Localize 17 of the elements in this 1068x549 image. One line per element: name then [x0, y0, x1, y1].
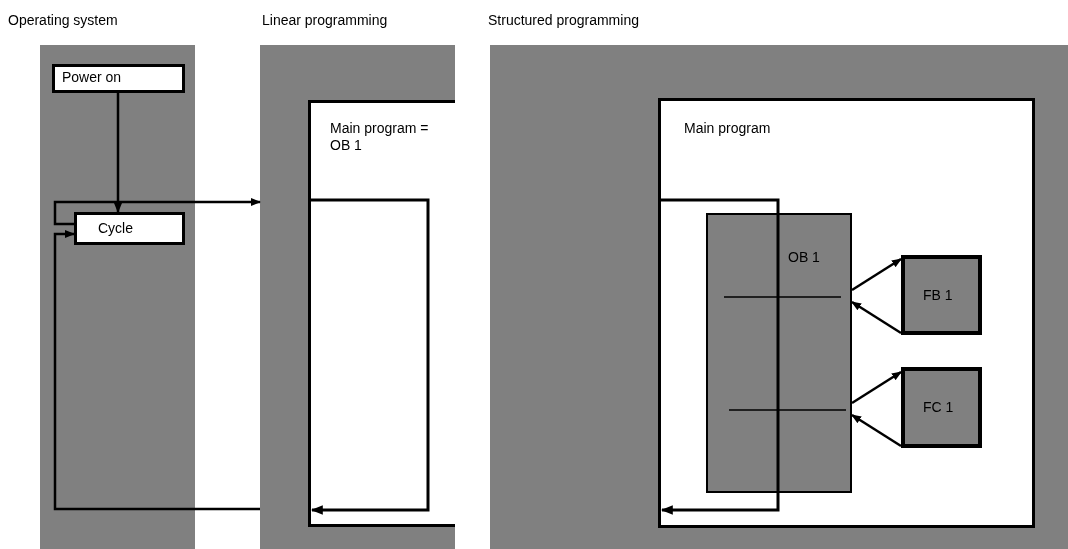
panel-title: Operating system — [8, 12, 118, 29]
panel-title: Linear programming — [262, 12, 388, 29]
block-label: FC 1 — [923, 399, 954, 416]
block-label: OB 1 — [788, 249, 820, 266]
block-label: Main program — [684, 120, 771, 137]
arrow — [851, 370, 902, 405]
block-label: Cycle — [98, 220, 133, 237]
arrow — [53, 198, 261, 226]
arrow — [53, 230, 260, 511]
block-label: FB 1 — [923, 287, 953, 304]
arrow — [851, 413, 902, 448]
panel-title: Structured programming — [488, 12, 639, 29]
arrow — [851, 300, 902, 335]
arrow — [851, 257, 902, 292]
block-label: Power on — [62, 69, 122, 86]
block-label: Main program = OB 1 — [330, 120, 430, 154]
arrow — [114, 93, 122, 213]
